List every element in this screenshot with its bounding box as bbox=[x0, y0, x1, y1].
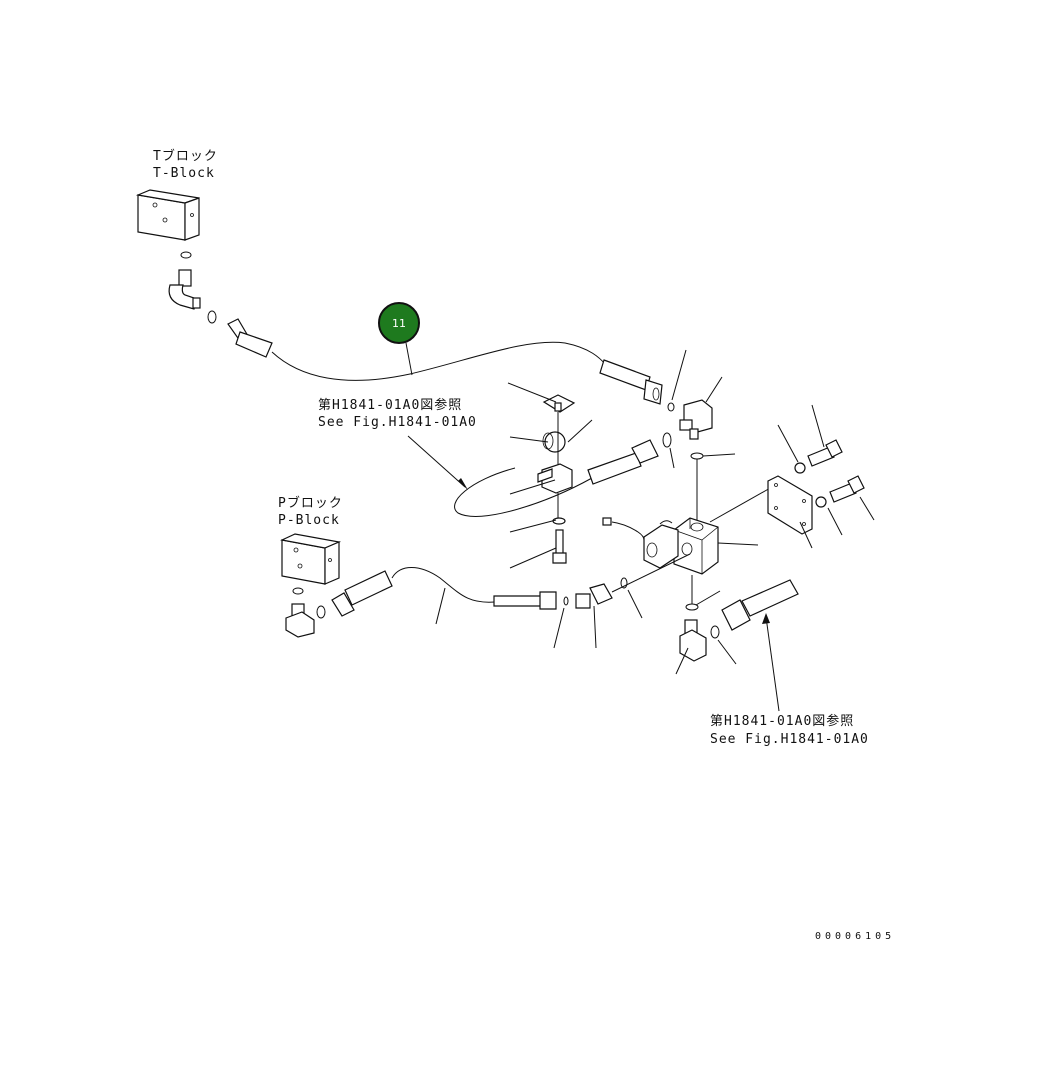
cover-plate bbox=[767, 475, 813, 535]
reference-label-2-en: See Fig.H1841-01A0 bbox=[710, 732, 869, 747]
lower-adapter-axis bbox=[611, 553, 691, 593]
clamp-bolt bbox=[552, 529, 567, 564]
t-block-label-en: T-Block bbox=[153, 166, 215, 181]
drawing-code: 00006105 bbox=[815, 931, 896, 942]
lower-right-elbow bbox=[679, 619, 707, 662]
ref1-arrow-head bbox=[458, 478, 468, 490]
lower-hose-left-end bbox=[331, 570, 393, 617]
upper-right-o-ring bbox=[667, 402, 675, 412]
lower-adapter bbox=[575, 583, 613, 609]
clamp-washer bbox=[552, 517, 566, 525]
ref2-arrow-head bbox=[762, 613, 770, 624]
ref1-hose-loop bbox=[454, 467, 593, 517]
clamp-top bbox=[542, 394, 576, 413]
t-block-o-ring bbox=[180, 251, 192, 259]
valve-block bbox=[673, 517, 719, 575]
hose-middle bbox=[587, 439, 659, 485]
leader-lines bbox=[507, 349, 875, 675]
lower-hose-right-end bbox=[493, 591, 557, 610]
lower-right-o-ring bbox=[710, 625, 720, 639]
hose-11-line bbox=[271, 341, 607, 381]
upper-right-elbow bbox=[679, 399, 713, 440]
hose-11-upper-end bbox=[227, 318, 273, 358]
ref2-arrow-line bbox=[765, 616, 780, 712]
plate-washer-top bbox=[794, 462, 806, 474]
clamp-lower bbox=[537, 463, 573, 494]
solenoid-connector bbox=[602, 517, 645, 541]
part-callout-11[interactable]: 11 bbox=[378, 302, 420, 344]
lower-hose-leader bbox=[435, 587, 446, 625]
solenoid bbox=[643, 520, 679, 569]
middle-o-ring bbox=[662, 432, 672, 448]
t-elbow-o-ring bbox=[207, 310, 217, 324]
plate-bolt-top bbox=[807, 439, 843, 467]
part-callout-number: 11 bbox=[392, 316, 406, 330]
lower-hose-line bbox=[391, 567, 496, 603]
callout-11-leader bbox=[405, 342, 413, 376]
t-block bbox=[135, 189, 200, 241]
p-block bbox=[280, 533, 342, 585]
hose-11-lower-end bbox=[599, 359, 663, 405]
ref2-hose-end bbox=[721, 579, 799, 631]
reference-label-1-en: See Fig.H1841-01A0 bbox=[318, 415, 477, 430]
reference-label-1-jp: 第H1841-01A0図参照 bbox=[318, 398, 463, 413]
lower-hose-o-ring bbox=[563, 596, 569, 606]
plate-washer-bottom bbox=[815, 496, 827, 508]
ref1-arrow-line bbox=[407, 435, 466, 488]
t-block-elbow-fitting bbox=[168, 269, 201, 310]
reference-label-2-jp: 第H1841-01A0図参照 bbox=[710, 714, 855, 729]
t-block-label-jp: Tブロック bbox=[153, 149, 218, 164]
p-block-o-ring bbox=[292, 587, 304, 595]
lower-adapter-o-ring bbox=[620, 577, 628, 589]
plate-axis bbox=[709, 486, 773, 523]
p-block-label-jp: Pブロック bbox=[278, 496, 343, 511]
valve-top-o-ring bbox=[690, 452, 704, 460]
p-elbow-o-ring bbox=[316, 605, 326, 619]
p-block-elbow-fitting bbox=[285, 603, 315, 638]
plate-bolt-bottom bbox=[829, 475, 865, 503]
p-block-label-en: P-Block bbox=[278, 513, 340, 528]
